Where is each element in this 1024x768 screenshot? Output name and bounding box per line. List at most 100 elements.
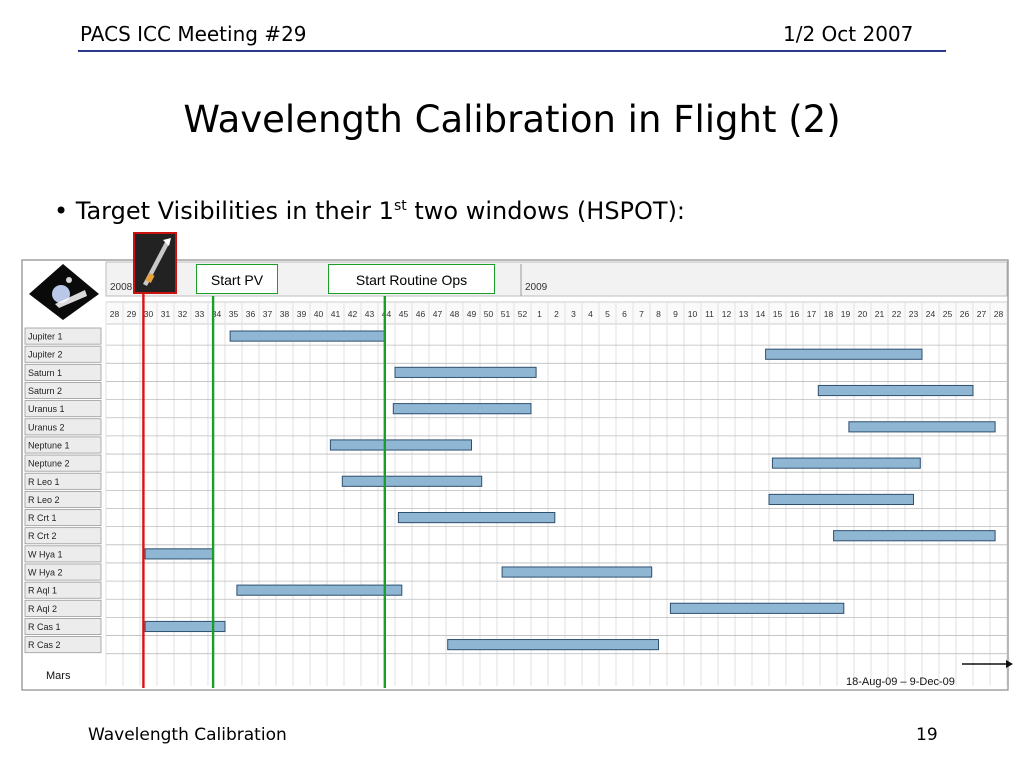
start-pv-label: Start PV [196,264,278,294]
visibility-bar [144,548,214,560]
row-label: Jupiter 2 [28,350,63,360]
header-rule [78,50,946,52]
visibility-bar [765,348,923,360]
row-label-box [24,599,102,617]
range-note: 18-Aug-09 – 9-Dec-09 [846,676,955,688]
row-label: W Hya 1 [28,549,63,559]
visibility-bar [229,330,386,342]
x-tick-label: 28 [110,309,120,319]
x-tick-label: 2 [554,309,559,319]
row-label-box [24,563,102,581]
visibility-bar [236,584,403,596]
x-tick-label: 24 [926,309,936,319]
visibility-bar [501,566,653,578]
row-label: R Aql 2 [28,604,57,614]
row-label-box [24,400,102,418]
x-tick-label: 46 [416,309,426,319]
range-arrowhead [1006,660,1013,668]
visibility-bar [817,384,974,397]
row-label: Uranus 1 [28,404,65,414]
visibility-bar [392,403,532,415]
row-label-box [24,490,102,508]
x-tick-label: 52 [518,309,528,319]
x-tick-label: 10 [688,309,698,319]
x-tick-label: 7 [639,309,644,319]
row-label: Jupiter 1 [28,332,63,342]
x-tick-label: 16 [790,309,800,319]
header-meeting: PACS ICC Meeting #29 [80,22,307,46]
x-tick-label: 23 [909,309,919,319]
x-tick-label: 44 [382,309,392,319]
chart-frame [21,259,1009,691]
row-label-box [24,618,102,635]
visibility-bar [447,639,660,651]
year-label-2009: 2009 [525,282,548,293]
x-tick-label: 12 [722,309,732,319]
row-label-box [24,581,102,599]
mars-label: Mars [46,670,71,682]
x-tick-label: 13 [739,309,749,319]
row-label: Saturn 1 [28,368,62,378]
page-number: 19 [916,725,938,745]
x-tick-label: 25 [943,309,953,319]
visibility-bar [768,493,914,506]
visibility-bar [397,512,556,524]
x-tick-label: 28 [994,309,1004,319]
visibility-bar [329,439,472,451]
row-label: Neptune 1 [28,440,70,450]
visibility-bar [669,602,845,614]
visibility-bar [394,366,537,378]
x-tick-label: 22 [892,309,902,319]
x-tick-label: 20 [858,309,868,319]
bullet-suffix: two windows (HSPOT): [406,197,686,225]
x-tick-label: 26 [960,309,970,319]
x-tick-label: 31 [161,309,171,319]
x-tick-label: 14 [756,309,766,319]
row-label: R Aql 1 [28,586,57,596]
row-label-box [24,327,102,345]
row-label-box [24,363,102,381]
x-tick-label: 49 [467,309,477,319]
row-label-box [24,636,102,654]
row-label-box [24,472,102,490]
slide-title: Wavelength Calibration in Flight (2) [183,98,841,141]
x-tick-label: 4 [588,309,593,319]
row-label: Neptune 2 [28,459,70,469]
row-label: R Leo 2 [28,495,60,505]
bullet-prefix: • Target Visibilities in their 1 [54,197,394,225]
bullet-sup: st [393,198,407,214]
x-tick-label: 8 [656,309,661,319]
x-tick-label: 9 [673,309,678,319]
herschel-logo [25,262,105,322]
row-label-box [24,436,102,454]
row-label-box [24,418,102,436]
row-label: R Cas 1 [28,622,61,632]
visibility-bar [848,421,996,433]
bullet-text: • Target Visibilities in their 1st two w… [54,197,685,225]
x-tick-label: 18 [824,309,834,319]
visibility-bar [144,620,226,633]
x-tick-label: 5 [605,309,610,319]
x-tick-label: 19 [841,309,851,319]
row-label: R Leo 1 [28,477,60,487]
row-label: Saturn 2 [28,386,62,396]
row-label: R Crt 2 [28,531,57,541]
row-label-box [24,345,102,363]
row-label: R Crt 1 [28,513,57,523]
spacecraft-image [133,232,177,294]
visibility-bar [833,530,996,542]
x-tick-label: 37 [263,309,273,319]
x-tick-label: 34 [212,309,222,319]
x-tick-label: 27 [977,309,987,319]
row-label: Uranus 2 [28,422,65,432]
visibility-bar [771,457,921,469]
x-tick-label: 51 [501,309,511,319]
row-label: R Cas 2 [28,640,61,650]
header-date: 1/2 Oct 2007 [783,22,914,46]
row-label-box [24,454,102,472]
x-tick-label: 17 [807,309,817,319]
x-tick-label: 35 [229,309,239,319]
year-label-2008: 2008 [110,282,133,293]
x-tick-label: 50 [484,309,494,319]
